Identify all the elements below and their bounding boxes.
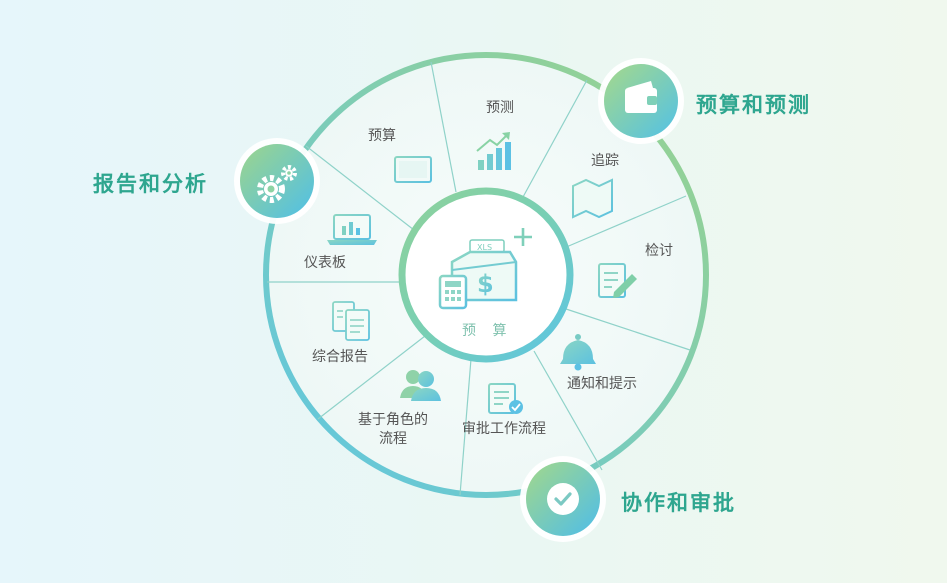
- xls-tag: XLS: [477, 243, 492, 252]
- hub-label-report-analysis: 报告和分析: [93, 172, 208, 196]
- segment-label-forecast: 预测: [486, 100, 514, 116]
- map-icon: [572, 178, 613, 219]
- segment-label-approval-flow: 审批工作流程: [462, 421, 546, 437]
- hub-budget-forecast: [598, 58, 684, 144]
- monitor-icon: [394, 156, 432, 191]
- dollar-icon: $: [477, 270, 494, 298]
- segment-label-tracking: 追踪: [591, 153, 619, 169]
- segment-label-notify: 通知和提示: [567, 376, 637, 392]
- segment-label-budget: 预算: [368, 128, 396, 144]
- laptop-icon: [327, 214, 377, 245]
- wheel-spokes: [267, 61, 691, 496]
- bell-icon: [560, 334, 596, 371]
- approved-document-icon: [488, 383, 523, 414]
- hub-label-collab-approval: 协作和审批: [621, 491, 736, 515]
- segment-label-report: 综合报告: [312, 349, 368, 365]
- documents-icon: [332, 301, 370, 341]
- growth-chart-icon: [476, 132, 511, 170]
- check-icon: [547, 483, 579, 515]
- segment-label-role-flow: 基于角色的 流程: [358, 412, 428, 447]
- wallet-icon: [625, 81, 657, 113]
- hub-label-budget-forecast: 预算和预测: [696, 93, 811, 117]
- gears-icon: [257, 165, 297, 203]
- segment-label-dashboard: 仪表板: [304, 255, 346, 271]
- center-label: 预 算: [462, 323, 513, 339]
- hub-collab-approval: [520, 456, 606, 542]
- edit-document-icon: [598, 263, 637, 298]
- budget-folder-icon: XLS $: [438, 228, 532, 310]
- segment-label-review: 检讨: [645, 243, 673, 259]
- hub-report-analysis: [234, 138, 320, 224]
- plus-icon: [514, 228, 532, 246]
- users-icon: [400, 370, 441, 401]
- outer-ring: [263, 52, 709, 498]
